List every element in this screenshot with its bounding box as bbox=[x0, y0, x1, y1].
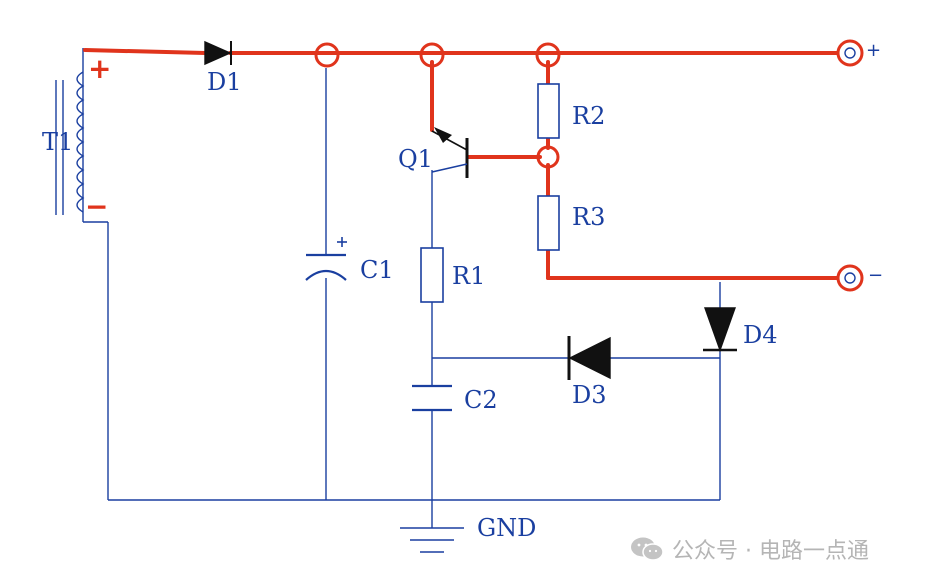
capacitor-c2 bbox=[412, 384, 452, 412]
transistor-q1 bbox=[431, 127, 469, 178]
label-gnd: GND bbox=[477, 514, 537, 542]
watermark-text: 公众号 · 电路一点通 bbox=[672, 539, 869, 564]
t1-minus-mark: − bbox=[85, 190, 109, 223]
label-q1: Q1 bbox=[398, 145, 433, 173]
wechat-icon bbox=[631, 537, 664, 561]
label-d3: D3 bbox=[572, 381, 607, 409]
junction-node bbox=[419, 42, 445, 68]
t1-plus-mark: + bbox=[88, 52, 112, 85]
output-plus-sign: + bbox=[866, 40, 882, 61]
label-r1: R1 bbox=[452, 262, 486, 290]
transformer-t1 bbox=[55, 71, 85, 215]
diode-d4 bbox=[703, 307, 737, 353]
resistor-r3 bbox=[537, 195, 560, 251]
label-r3: R3 bbox=[572, 203, 606, 231]
normal-wiring bbox=[82, 48, 721, 528]
resistor-r1 bbox=[420, 247, 444, 303]
label-d4: D4 bbox=[743, 321, 778, 349]
highlighted-path bbox=[83, 48, 842, 280]
junction-node bbox=[314, 42, 340, 68]
label-c2: C2 bbox=[464, 386, 498, 414]
label-t1: T1 bbox=[42, 128, 74, 156]
ground-symbol bbox=[400, 527, 464, 553]
resistor-r2 bbox=[537, 83, 560, 139]
output-terminal-negative bbox=[836, 264, 864, 292]
junction-node bbox=[535, 42, 561, 68]
label-d1: D1 bbox=[207, 68, 242, 96]
output-minus-sign: − bbox=[868, 265, 884, 286]
watermark: 公众号 · 电路一点通 bbox=[630, 533, 869, 565]
label-c1: C1 bbox=[360, 256, 394, 284]
junction-nodes bbox=[314, 42, 561, 169]
capacitor-c1 bbox=[305, 237, 347, 281]
output-terminal-positive bbox=[836, 39, 864, 67]
label-r2: R2 bbox=[572, 102, 606, 130]
junction-node bbox=[536, 145, 560, 169]
diode-d3 bbox=[567, 336, 611, 380]
diode-d1 bbox=[204, 40, 232, 66]
